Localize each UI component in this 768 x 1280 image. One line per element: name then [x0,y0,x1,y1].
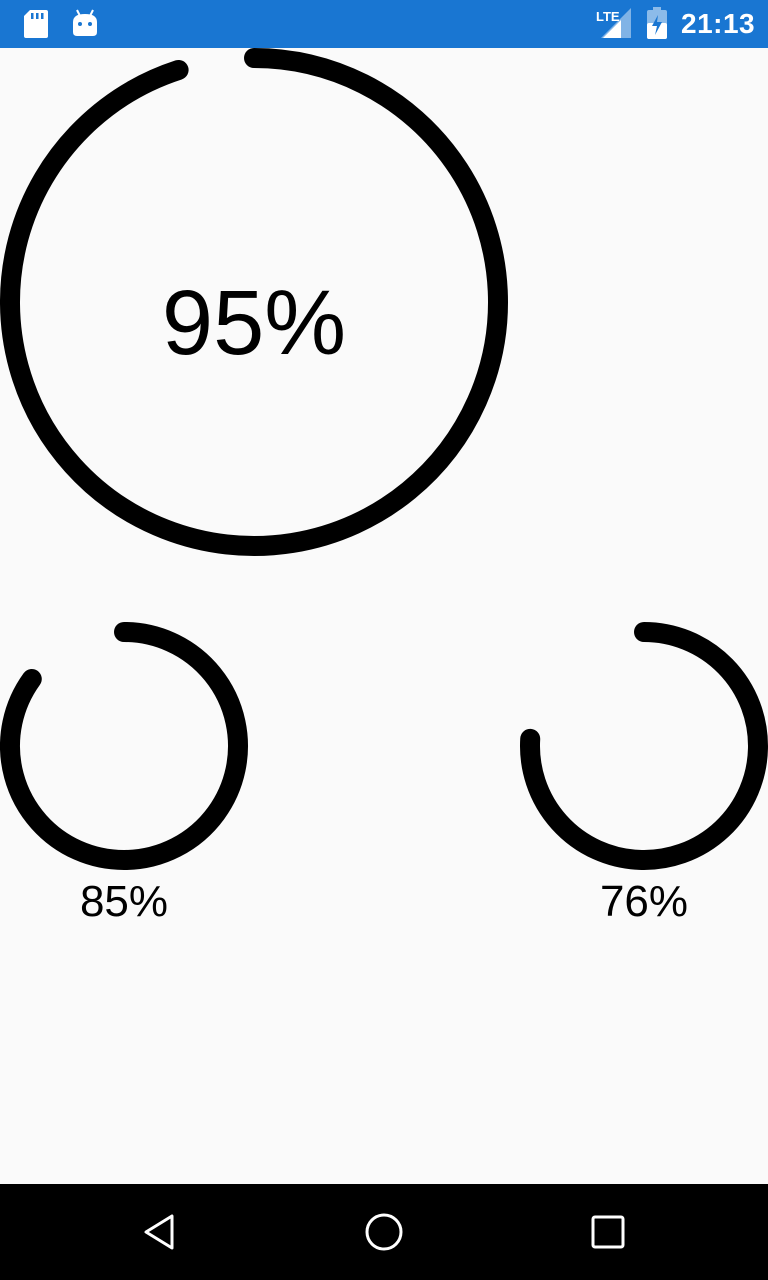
big-progress-label: 95% [161,272,347,374]
android-icon [72,8,98,42]
status-time: 21:13 [681,8,756,39]
home-icon [365,1213,403,1251]
progress-content: 95% 85% 76% [0,48,768,1184]
sd-card-icon [24,10,48,42]
battery-charging-icon [646,7,668,43]
big-progress-ring [0,48,508,556]
back-button[interactable] [100,1184,220,1280]
lte-label: LTE [596,9,620,24]
recents-icon [591,1215,625,1249]
left-progress-label: 85% [79,877,169,926]
navigation-bar [0,1184,768,1280]
right-progress-label: 76% [599,877,689,926]
left-progress-ring [0,622,248,870]
home-button[interactable] [324,1184,444,1280]
right-progress-ring [520,622,768,870]
lte-signal-icon: LTE [595,6,633,44]
recents-button[interactable] [548,1184,668,1280]
back-icon [144,1214,174,1250]
status-bar: LTE 21:13 [0,0,768,48]
progress-rings [0,48,768,870]
